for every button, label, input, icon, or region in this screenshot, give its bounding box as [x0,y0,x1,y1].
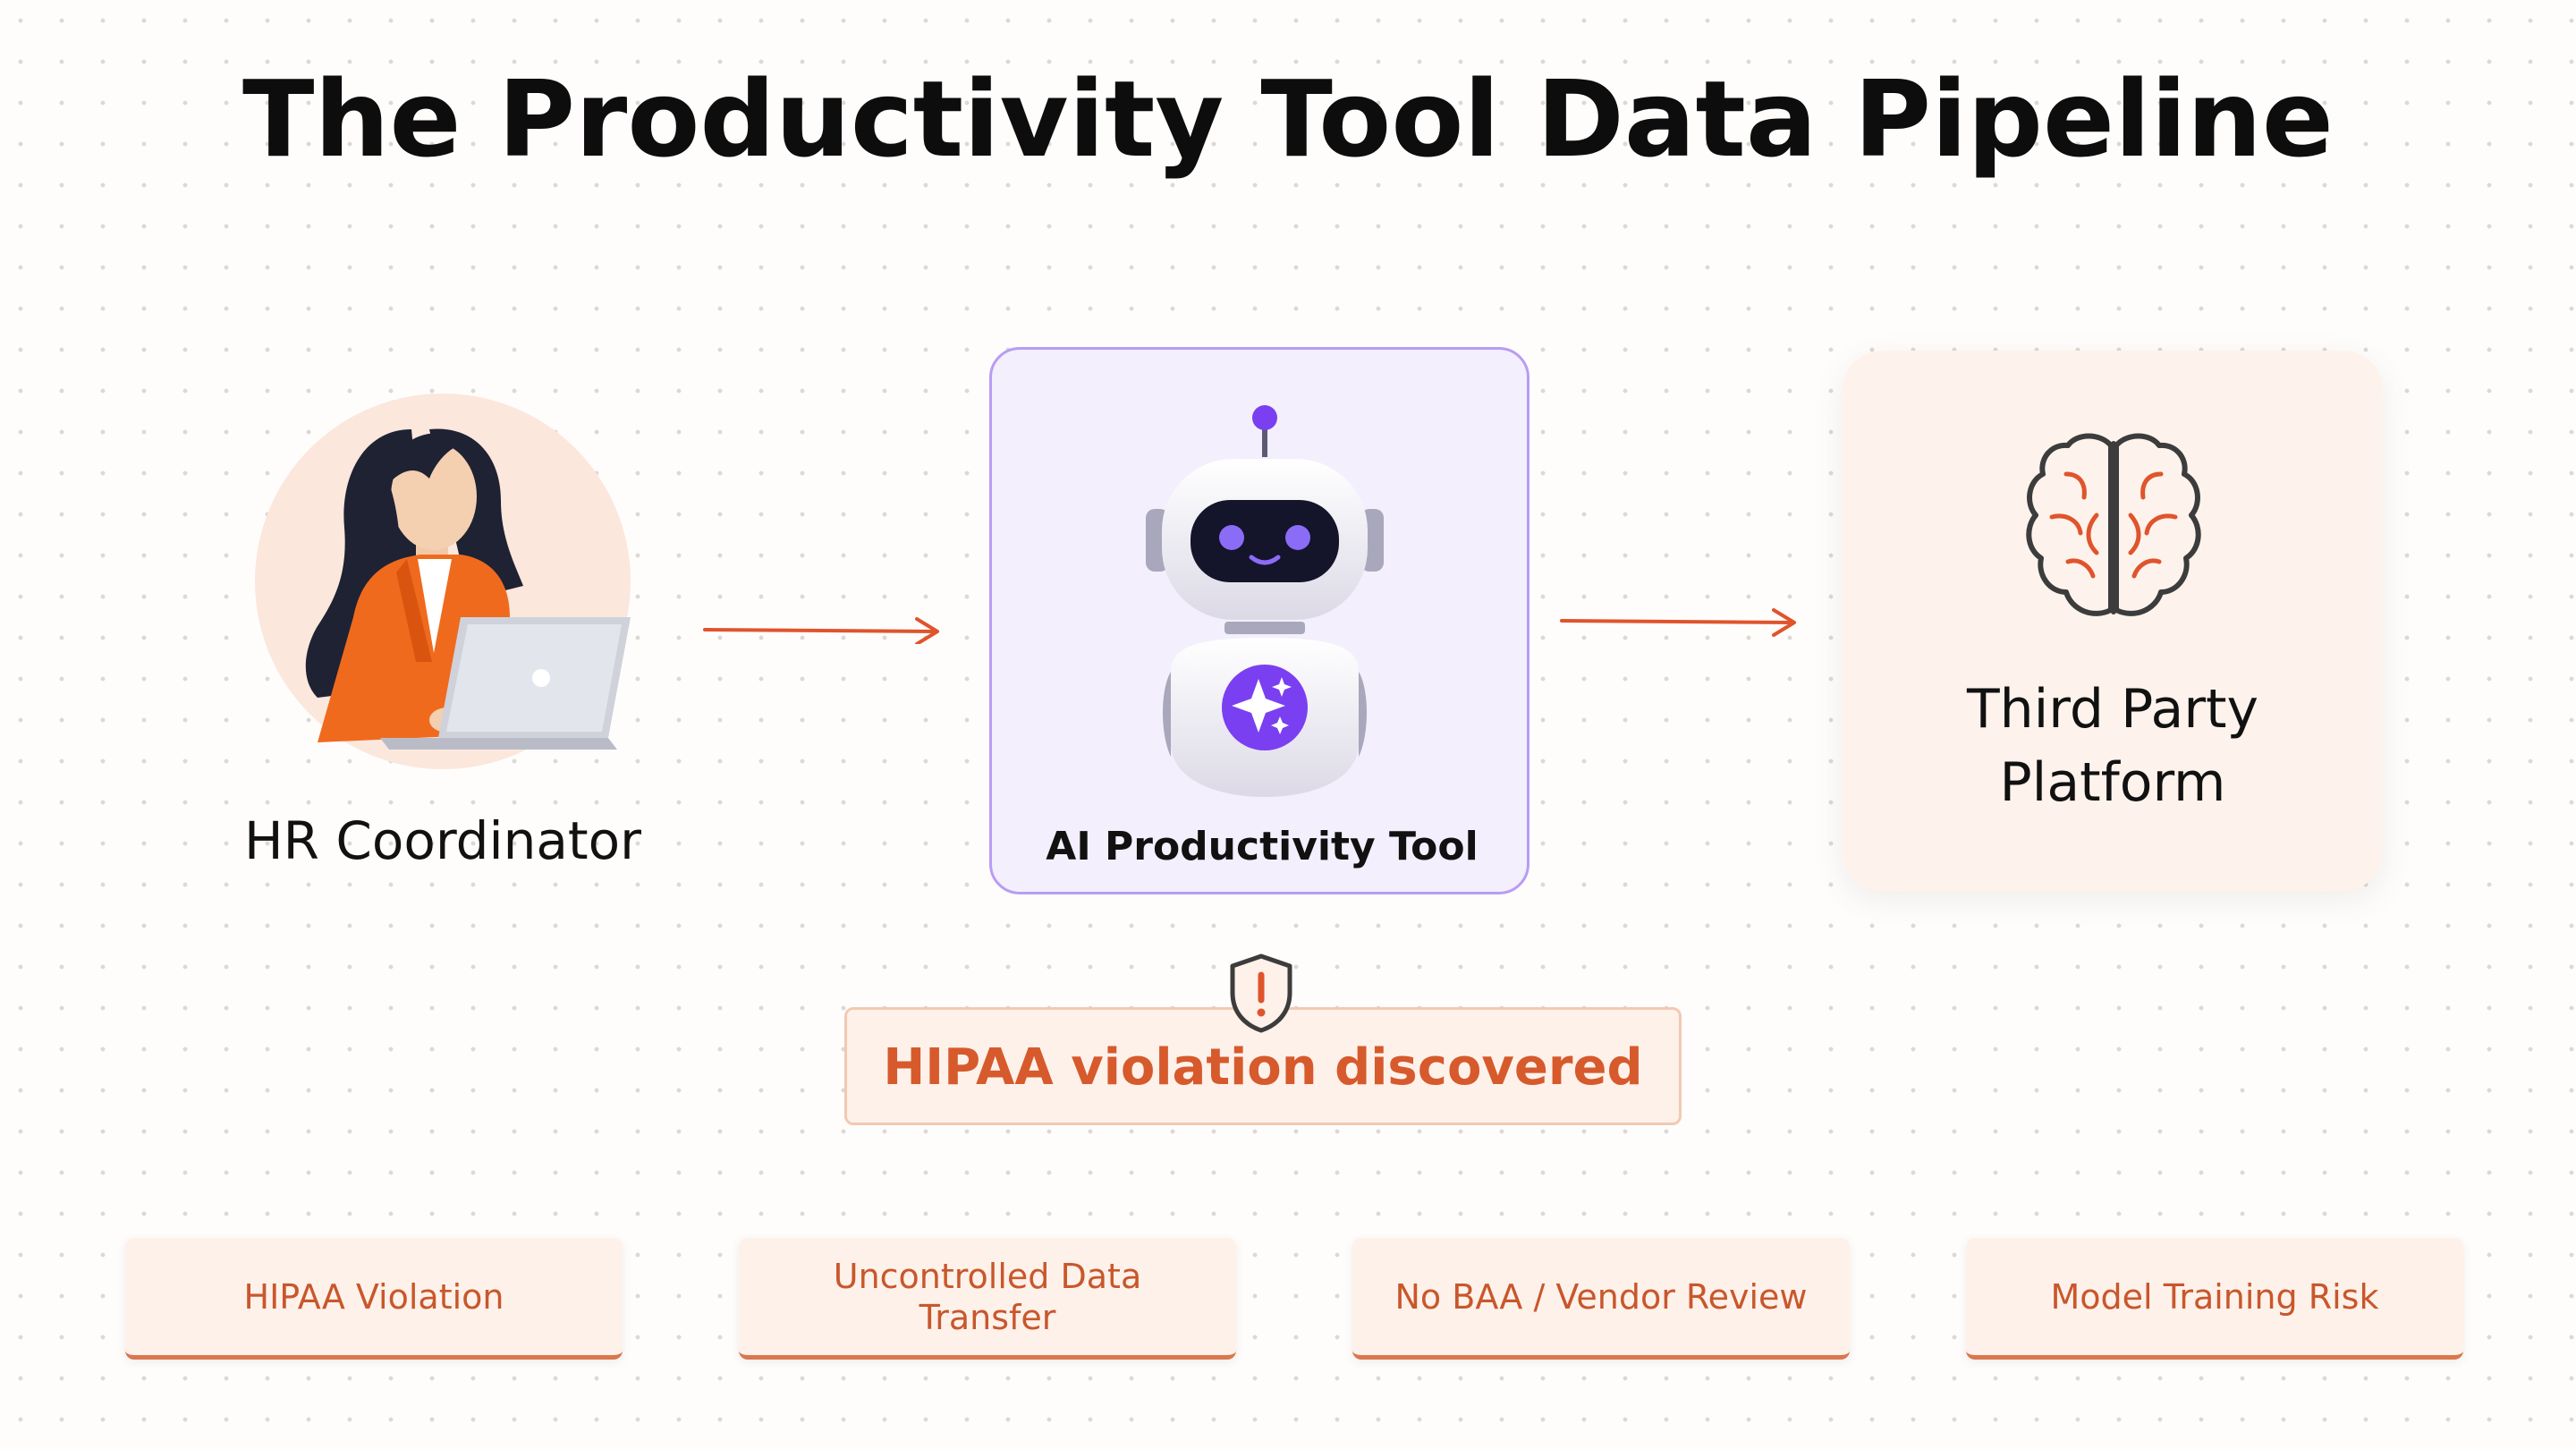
third-party-platform-node: Third Party Platform [1843,351,2383,891]
risk-card-model-training-risk: Model Training Risk [1966,1238,2463,1360]
risk-card-uncontrolled-data-transfer: Uncontrolled Data Transfer [739,1238,1236,1360]
ai-productivity-tool-node: AI Productivity Tool [989,347,1530,894]
third-party-platform-label: Third Party Platform [1843,673,2383,819]
risk-card-label: Model Training Risk [2050,1276,2379,1317]
risk-card-hipaa-violation: HIPAA Violation [125,1238,623,1360]
third-party-platform-label-line1: Third Party [1966,678,2259,741]
hipaa-alert-banner: HIPAA violation discovered [844,1007,1682,1125]
brain-icon [2026,433,2201,616]
ai-productivity-tool-label: AI Productivity Tool [1046,824,1479,869]
hr-coordinator-illustration [305,428,631,750]
hr-coordinator-node [255,394,640,778]
page-title: The Productivity Tool Data Pipeline [242,57,2334,181]
hr-coordinator-label: HR Coordinator [244,810,641,871]
arrow-hr-to-ai [703,617,939,644]
third-party-platform-label-line2: Platform [1999,751,2226,814]
risk-card-label: No BAA / Vendor Review [1394,1276,1808,1317]
arrow-ai-to-third-party [1560,608,1796,637]
robot-icon [1146,405,1384,797]
risk-card-label: Uncontrolled Data Transfer [833,1256,1142,1337]
shield-alert-icon [1230,953,1292,1033]
alert-text: HIPAA violation discovered [883,1038,1643,1097]
risk-card-label: HIPAA Violation [243,1276,504,1317]
risk-card-no-baa-vendor-review: No BAA / Vendor Review [1352,1238,1850,1360]
